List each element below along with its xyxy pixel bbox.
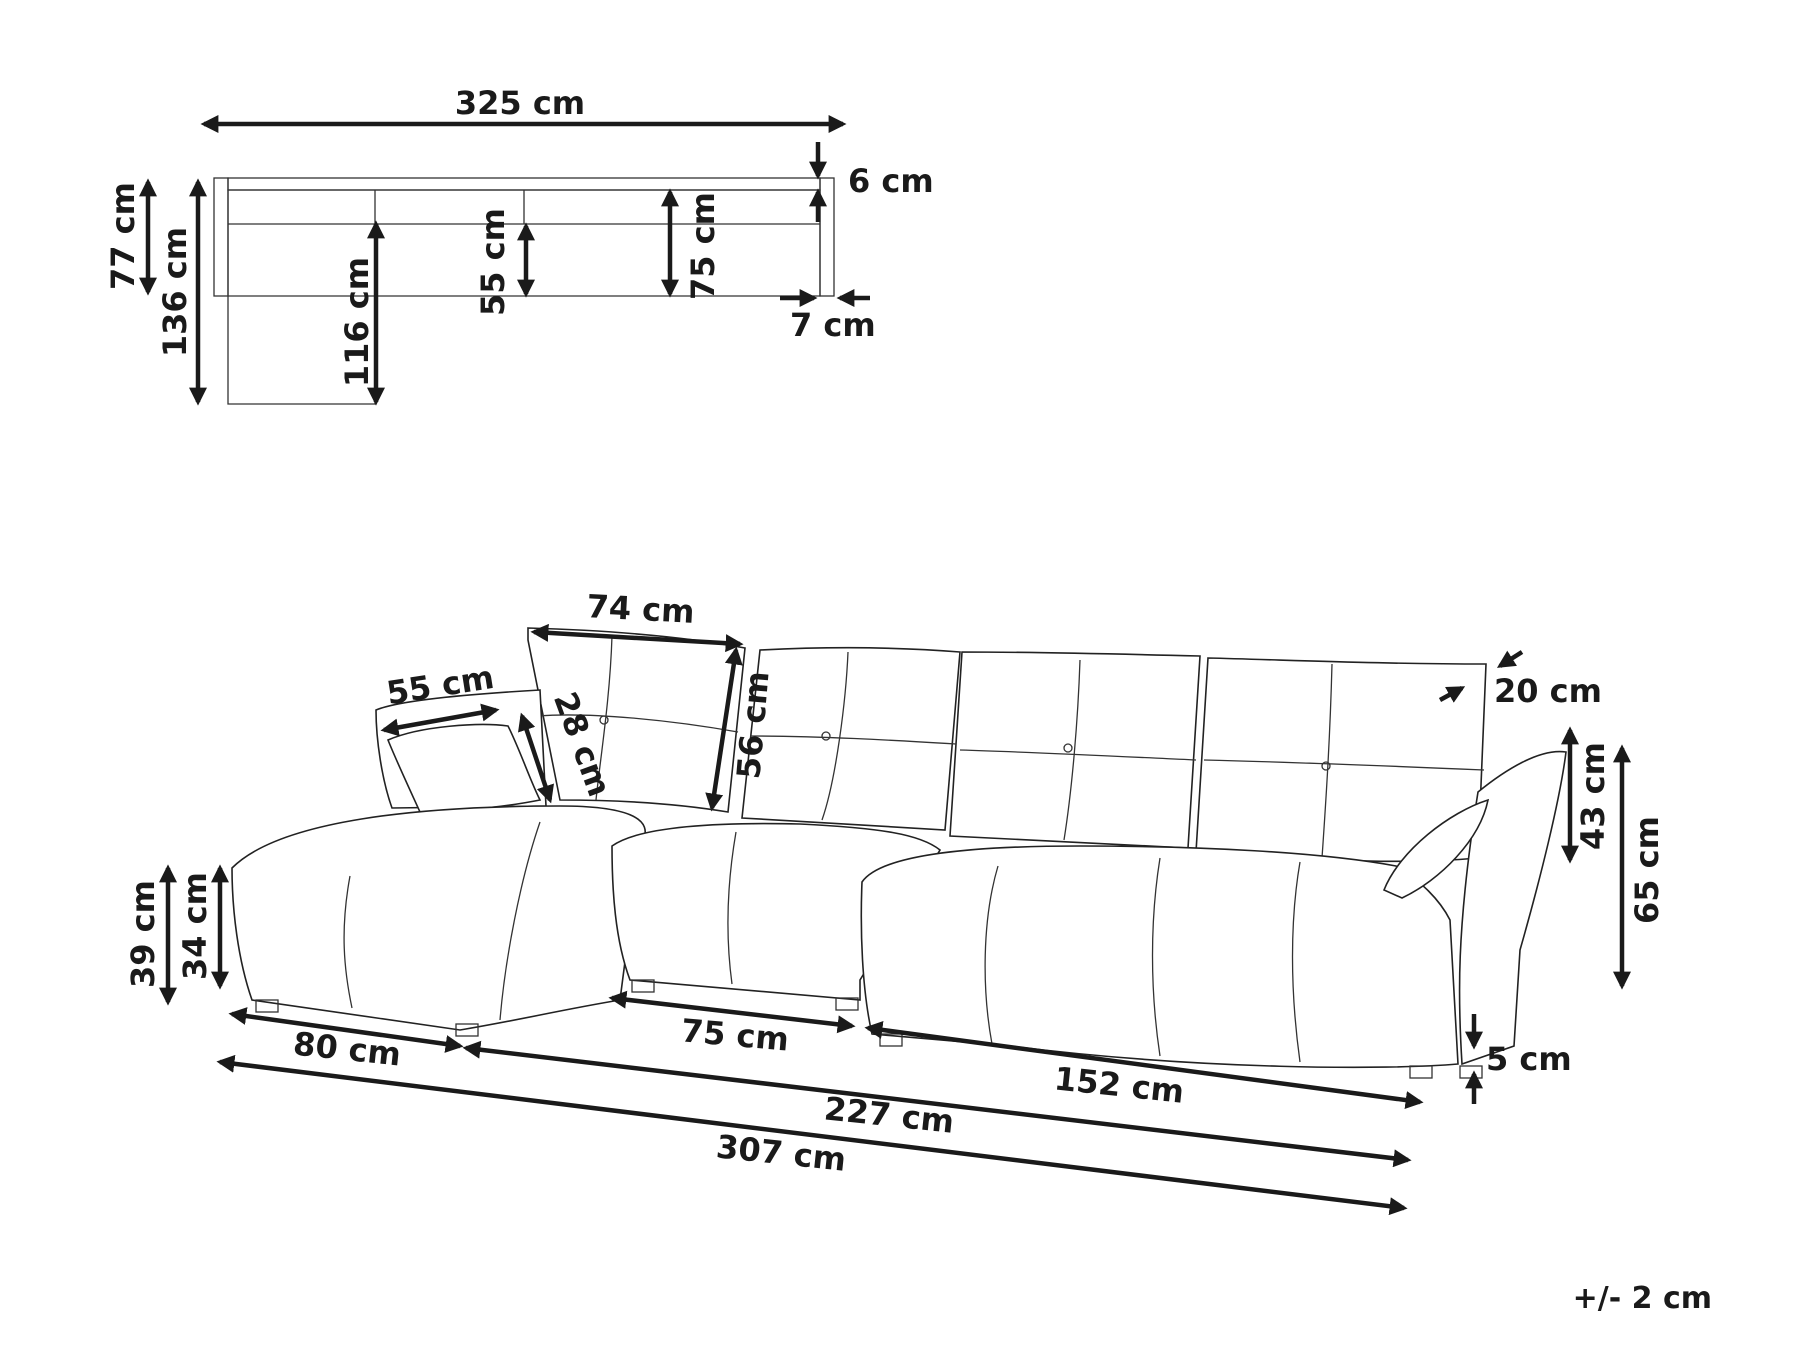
dim-55-top-label: 55 cm — [474, 208, 512, 316]
top-view: 325 cm 6 cm 7 cm 77 cm 136 cm 116 cm 55 … — [104, 84, 934, 406]
dim-227-label: 227 cm — [822, 1089, 956, 1140]
dim-80-label: 80 cm — [291, 1025, 402, 1074]
dim-75-top-label: 75 cm — [684, 192, 722, 300]
dim-75-bottom-label: 75 cm — [680, 1011, 791, 1058]
sofa-illustration — [231, 627, 1567, 1079]
tolerance-note: +/- 2 cm — [1573, 1281, 1712, 1316]
dim-325-label: 325 cm — [455, 84, 585, 122]
dim-43-label: 43 cm — [1574, 742, 1612, 850]
dim-65-label: 65 cm — [1628, 816, 1666, 924]
dim-74-arrow — [530, 623, 744, 653]
dim-20-label: 20 cm — [1494, 672, 1602, 710]
dim-6-label: 6 cm — [848, 162, 934, 200]
dim-116-label: 116 cm — [338, 257, 376, 387]
perspective-view: 74 cm 56 cm 55 cm 28 cm 20 cm 43 cm 65 c… — [124, 587, 1666, 1216]
dim-39-label: 39 cm — [124, 880, 162, 988]
dim-56-label: 56 cm — [729, 670, 776, 781]
dim-20-arrow-top — [1496, 650, 1524, 668]
dim-136-label: 136 cm — [156, 227, 194, 357]
dim-80-arrow — [228, 1007, 464, 1053]
dim-20-arrow-bottom — [1438, 686, 1466, 703]
dim-56-arrow — [705, 646, 743, 812]
dim-74-label: 74 cm — [586, 587, 696, 631]
dim-28-arrow — [518, 712, 554, 804]
dim-55-pillow-arrow — [380, 703, 500, 737]
dim-34-label: 34 cm — [176, 872, 214, 980]
dim-75-bottom-arrow — [608, 990, 856, 1034]
dim-7-label: 7 cm — [790, 306, 876, 344]
dim-307-arrow — [216, 1054, 1408, 1216]
dim-5-label: 5 cm — [1486, 1040, 1572, 1078]
dim-77-label: 77 cm — [104, 182, 142, 290]
